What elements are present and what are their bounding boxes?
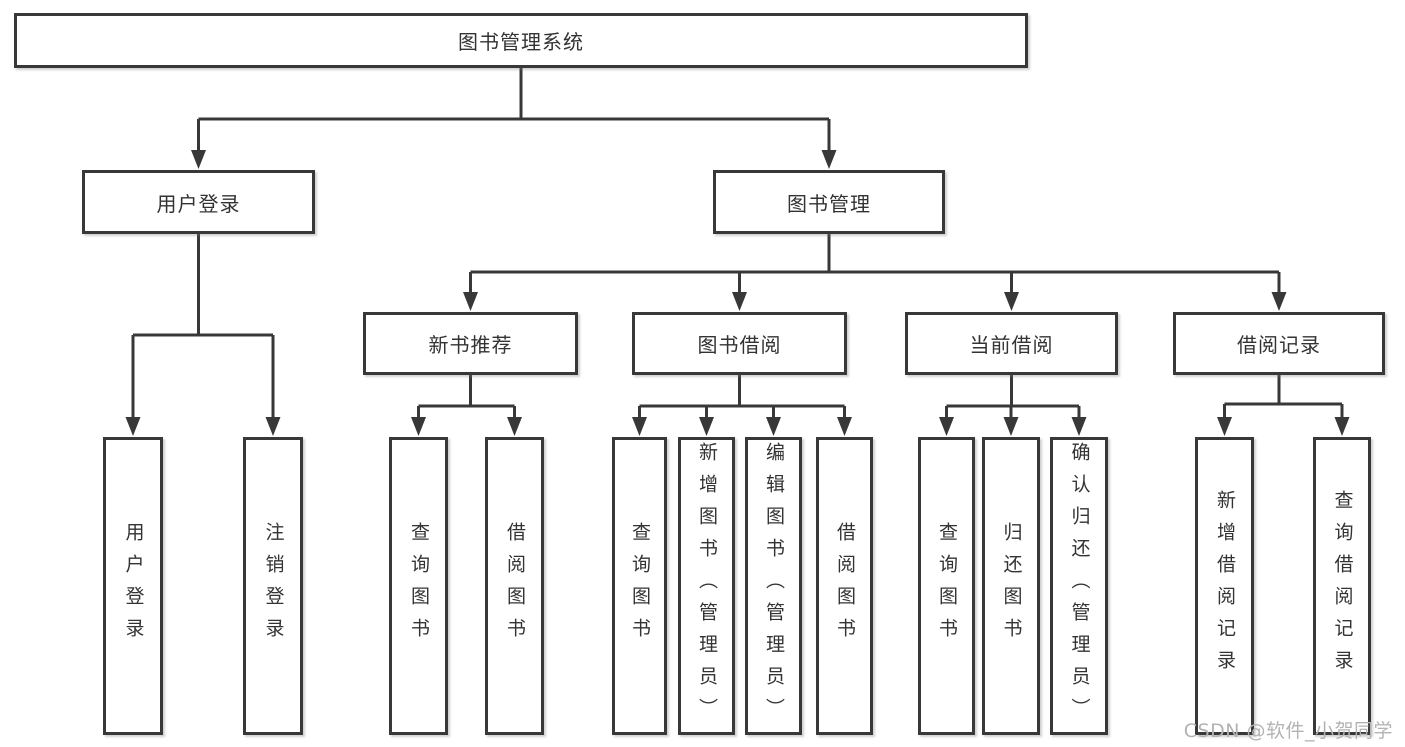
- leaf-add-book-admin: 新增图书（管理员）: [678, 437, 735, 735]
- leaf-edit-book-admin: 编辑图书（管理员）: [745, 437, 802, 735]
- node-label: 用户登录: [156, 191, 241, 216]
- leaf-return-books: 归还图书: [982, 437, 1040, 735]
- node-borrow-records: 借阅记录: [1173, 312, 1385, 375]
- node-label: 借阅图书: [504, 522, 526, 650]
- node-label: 查询借阅记录: [1331, 490, 1354, 682]
- node-new-book-recommend: 新书推荐: [363, 312, 578, 375]
- connector-user-login-children: [125, 234, 281, 436]
- node-label: 新增图书（管理员）: [696, 442, 718, 730]
- node-book-borrow: 图书借阅: [632, 312, 847, 375]
- node-user-login: 用户登录: [82, 170, 315, 234]
- connector-book-management-children: [463, 234, 1287, 311]
- node-label: 查询图书: [936, 522, 958, 650]
- leaf-borrow-books-recommend: 借阅图书: [485, 437, 544, 735]
- connector-borrow-records-children: [1217, 375, 1350, 436]
- node-current-borrow: 当前借阅: [905, 312, 1118, 375]
- node-label: 图书借阅: [697, 333, 782, 357]
- leaf-query-books-recommend: 查询图书: [389, 437, 448, 735]
- node-label: 图书管理: [787, 191, 871, 216]
- leaf-borrow-books: 借阅图书: [816, 437, 873, 735]
- leaf-logout: 注销登录: [243, 437, 303, 735]
- csdn-watermark: CSDN @软件_小贺同学: [1183, 720, 1393, 742]
- node-label: 用户登录: [122, 522, 145, 650]
- node-label: 归还图书: [1000, 522, 1023, 650]
- node-label: 新增借阅记录: [1214, 490, 1236, 682]
- node-label: 图书管理系统: [458, 30, 584, 54]
- connector-new-book-recommend-children: [411, 375, 522, 436]
- leaf-confirm-return-admin: 确认归还（管理员）: [1050, 437, 1108, 735]
- node-label: 当前借阅: [969, 333, 1054, 357]
- leaf-query-borrow-record: 查询借阅记录: [1313, 437, 1371, 735]
- node-label: 查询图书: [629, 522, 651, 650]
- connector-current-borrow-children: [939, 375, 1087, 436]
- connector-root-to-level2: [191, 68, 837, 169]
- node-label: 编辑图书（管理员）: [763, 442, 785, 730]
- node-label: 注销登录: [262, 522, 285, 650]
- connector-book-borrow-children: [632, 375, 852, 436]
- leaf-query-books-borrow: 查询图书: [612, 437, 667, 735]
- leaf-add-borrow-record: 新增借阅记录: [1195, 437, 1254, 735]
- node-label: 查询图书: [408, 522, 430, 650]
- node-root-system: 图书管理系统: [14, 13, 1028, 68]
- node-label: 新书推荐: [428, 333, 513, 357]
- leaf-user-login: 用户登录: [103, 437, 163, 735]
- node-label: 确认归还（管理员）: [1068, 442, 1091, 730]
- node-label: 借阅记录: [1237, 333, 1321, 357]
- node-label: 借阅图书: [834, 522, 856, 650]
- node-book-management: 图书管理: [713, 170, 945, 234]
- leaf-query-books-current: 查询图书: [918, 437, 975, 735]
